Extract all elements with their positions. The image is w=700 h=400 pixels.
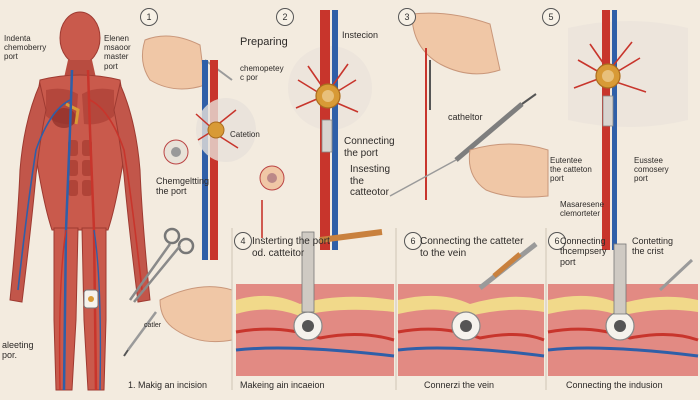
step-number-badge: 3 xyxy=(398,8,416,26)
body-label-master-port: Elenen msaoor master port xyxy=(104,34,131,71)
hand-scalpel-illustration xyxy=(123,286,233,357)
step-number-badge: 6 xyxy=(548,232,566,250)
tissue-panel-2 xyxy=(397,242,545,376)
caption-making-incision: 1. Makig an incision xyxy=(128,380,208,390)
step-1-label-chemgeltting: Chemgeltting the port xyxy=(156,176,210,197)
step-3-label-insesting-catheter: Insesting the catteotor xyxy=(350,164,391,198)
hemostat-icon xyxy=(128,227,195,303)
step-6-caption: Connerzi the vein xyxy=(424,380,495,390)
tissue-panel-1 xyxy=(235,229,395,376)
step-5-label-comosery-port: Eusstee comosery port xyxy=(634,156,669,184)
step-1-subtitle: chemopetey c por xyxy=(240,64,284,83)
step-number-badge: 1 xyxy=(140,8,158,26)
label-catler: catler xyxy=(144,322,162,329)
step-4-caption: Makeing ain incaeion xyxy=(240,380,325,390)
step-3-label-catheltor: catheltor xyxy=(448,112,483,122)
step-1-title: Preparing xyxy=(240,36,288,48)
body-label-chemoberry-port: Indenta chemoberry port xyxy=(4,34,47,62)
step-6b-caption: Connecting the indusion xyxy=(566,380,663,390)
panel-step-3 xyxy=(259,10,372,250)
step-1-label-catetion: Catetion xyxy=(230,130,260,139)
step-number-badge: 5 xyxy=(542,8,560,26)
step-number-badge: 2 xyxy=(276,8,294,26)
step-5-label-clemorteter: Masaresene clemorteter xyxy=(560,200,605,219)
step-4-title: Insterting the port od. catteitor xyxy=(252,236,330,259)
step-number-badge: 6 xyxy=(404,232,422,250)
step-number-badge: 4 xyxy=(234,232,252,250)
panel-step-1 xyxy=(141,35,256,260)
step-3-label-connecting-port: Connecting the port xyxy=(344,136,395,159)
step-6b-title-crist: Contetting the crist xyxy=(632,236,674,257)
panel-step-4-syringe xyxy=(389,12,549,200)
body-label-aleeting-port: aleeting por. xyxy=(2,340,34,361)
step-3-title: Instecion xyxy=(342,30,379,40)
step-6-title: Connecting the catteter to the vein xyxy=(420,236,524,259)
step-6b-title: Connecting thcempsery port xyxy=(560,236,607,267)
anatomical-body-figure xyxy=(9,11,151,391)
step-5-label-catteton-port: Eutentee the catteton port xyxy=(550,156,592,184)
panel-step-5 xyxy=(568,10,688,250)
tissue-panel-3 xyxy=(547,243,699,376)
